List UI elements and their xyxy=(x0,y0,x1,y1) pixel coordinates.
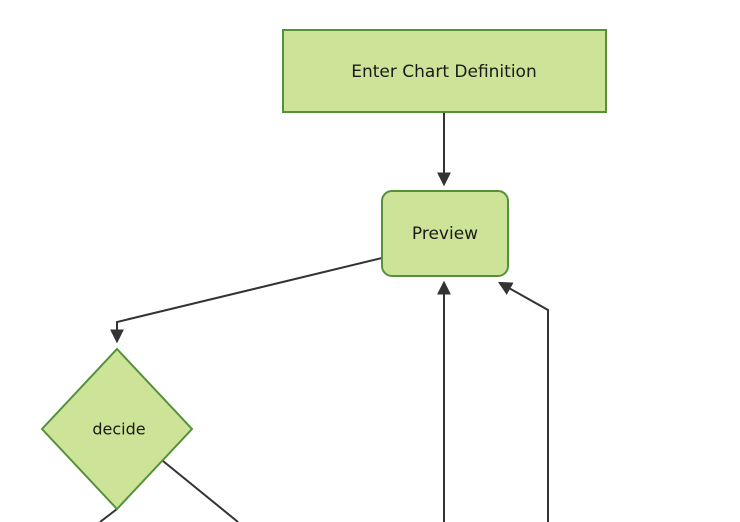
node-enter-chart-definition[interactable]: Enter Chart Definition xyxy=(282,29,607,113)
node-decide-shape[interactable] xyxy=(40,347,194,511)
edge-group xyxy=(99,112,549,522)
node-enter-chart-definition-shape[interactable] xyxy=(282,29,607,113)
edge-decide-bottom-out[interactable] xyxy=(99,508,118,522)
node-preview[interactable]: Preview xyxy=(381,190,509,277)
edge-bottom-right-to-preview[interactable] xyxy=(497,281,549,522)
node-decide[interactable]: decide xyxy=(40,347,194,511)
edge-decide-right-out[interactable] xyxy=(162,460,239,522)
edge-preview-to-decide[interactable] xyxy=(110,257,383,344)
node-preview-shape[interactable] xyxy=(381,190,509,277)
